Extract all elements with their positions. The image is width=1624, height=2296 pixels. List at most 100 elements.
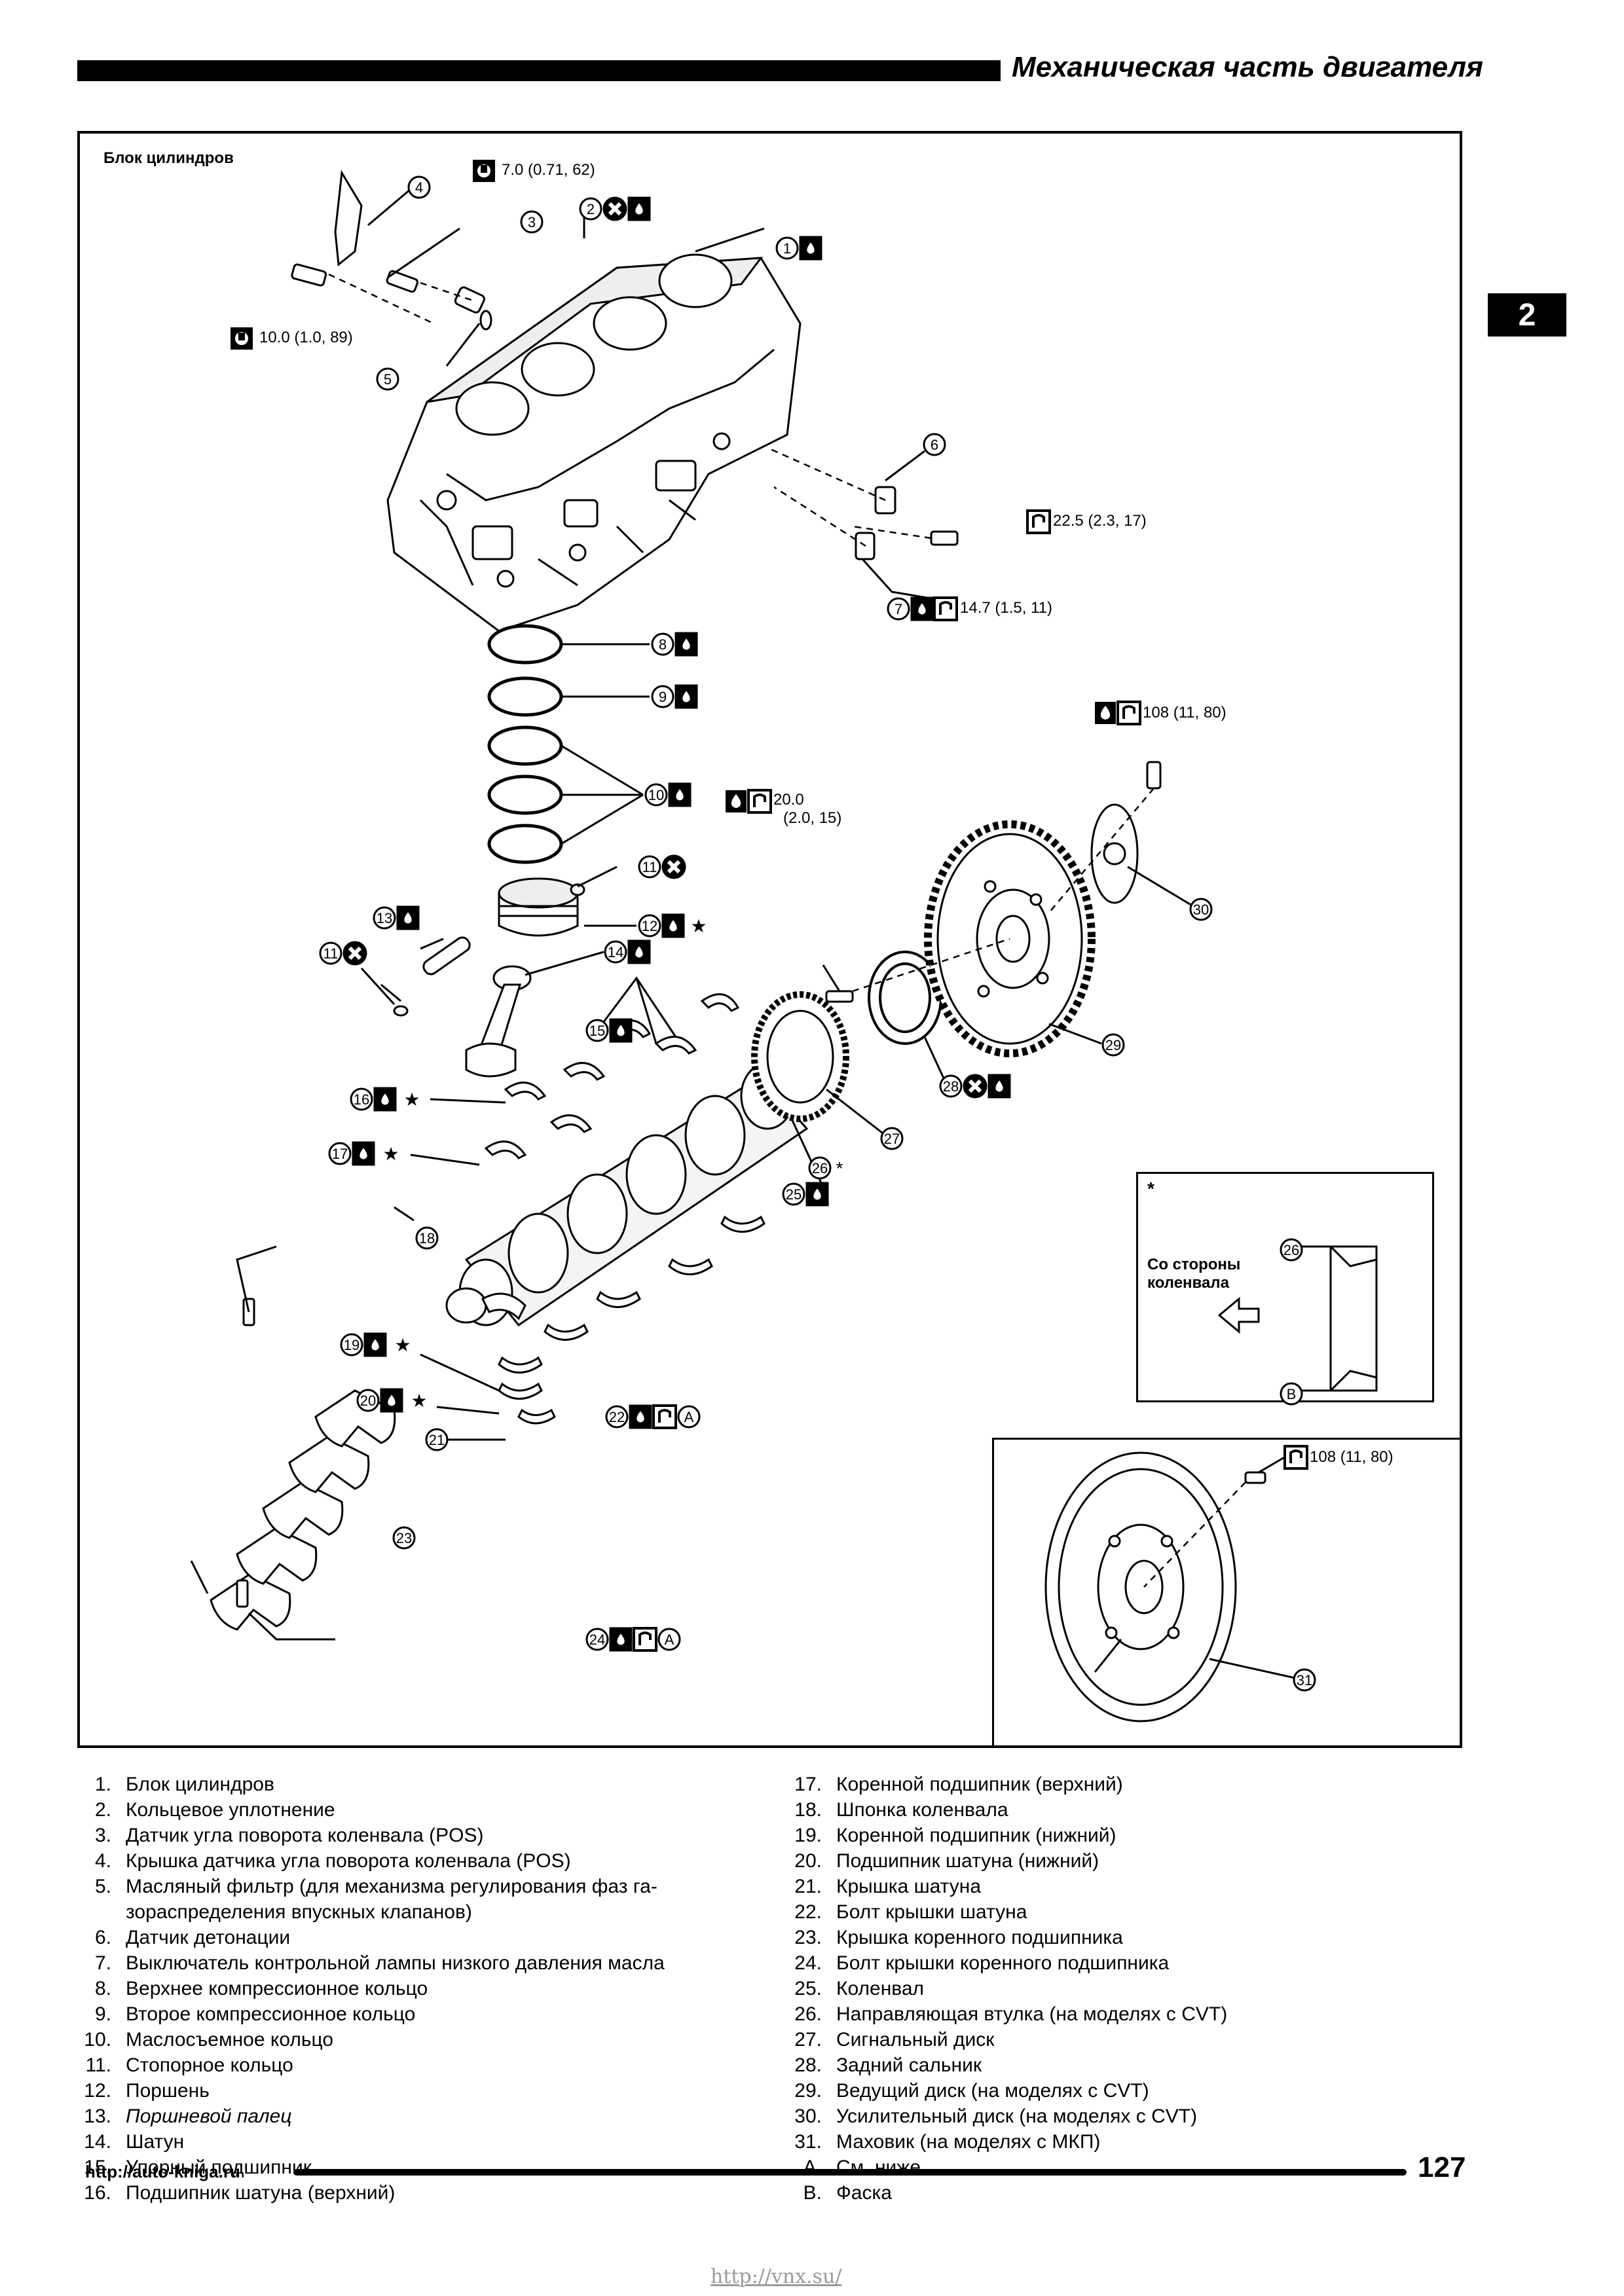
footer-rule — [293, 2169, 1407, 2176]
section-title: Механическая часть двигателя — [1012, 51, 1483, 83]
callout-14: 14 — [604, 939, 651, 964]
legend-text: Кольцевое уплотнение — [126, 1799, 335, 1821]
callout-28: 28 — [939, 1075, 1011, 1097]
legend-text: Второе компрессионное кольцо — [126, 2003, 416, 2025]
svg-text:4: 4 — [415, 179, 423, 196]
legend-num: 26. — [794, 2003, 822, 2025]
legend-num: 6. — [94, 1927, 111, 1948]
legend-num: 29. — [794, 2080, 822, 2102]
svg-text:5: 5 — [384, 371, 392, 388]
svg-text:A: A — [665, 1631, 674, 1648]
page-number: 127 — [1418, 2151, 1466, 2183]
legend-item: 16.Подшипник шатуна (верхний) — [72, 2180, 665, 2206]
torque-label-drive-plate-bolt: 108 (11, 80) — [1143, 704, 1227, 721]
legend-text: Масляный фильтр (для механизма регулиров… — [126, 1876, 657, 1897]
legend-num: 17. — [794, 1774, 822, 1795]
legend-item: 29.Ведущий диск (на моделях с CVT) — [783, 2078, 1227, 2104]
svg-text:★: ★ — [690, 916, 707, 936]
legend-text: Маслосъемное кольцо — [126, 2029, 334, 2050]
chapter-tab: 2 — [1488, 293, 1566, 337]
torque-label-signal-plate-bolt: 20.0 — [773, 791, 804, 809]
callout-10: 10 — [644, 782, 692, 807]
legend-item: 23.Крышка коренного подшипника — [783, 1925, 1227, 1950]
legend-item: 27.Сигнальный диск — [783, 2027, 1227, 2052]
svg-text:★: ★ — [403, 1089, 420, 1110]
callout-13: 13 — [373, 905, 420, 930]
legend-text: Шатун — [126, 2131, 185, 2153]
torque-label-sensor-cover: 10.0 (1.0, 89) — [259, 329, 353, 346]
header-rule — [77, 60, 1001, 81]
callouts-top — [367, 188, 932, 600]
torque-label-oil-pressure-switch: 14.7 (1.5, 11) — [960, 599, 1052, 617]
legend-item: 8.Верхнее компрессионное кольцо — [72, 1976, 665, 2001]
chamfer-detail-drawing — [1217, 1245, 1378, 1392]
legend-num: 23. — [794, 1927, 822, 1948]
legend-item: 2.Кольцевое уплотнение — [72, 1797, 665, 1823]
callout-17: 17 ★ — [328, 1141, 399, 1166]
legend-item: B.Фаска — [783, 2180, 1227, 2206]
legend-num: 4. — [94, 1850, 111, 1872]
svg-text:17: 17 — [332, 1146, 348, 1162]
callout-8: 8 — [651, 632, 698, 657]
connecting-rod — [465, 965, 532, 1078]
legend-num: 13. — [84, 2105, 111, 2127]
svg-text:★: ★ — [382, 1144, 399, 1164]
legend-text: Датчик угла поворота коленвала (POS) — [126, 1825, 484, 1846]
legend-num: 22. — [794, 1901, 822, 1923]
legend-text: Крышка датчика угла поворота коленвала (… — [126, 1850, 571, 1872]
legend-num: A. — [803, 2157, 822, 2178]
legend-item: 19.Коренной подшипник (нижний) — [783, 1823, 1227, 1848]
legend-text: Упорный подшипник — [126, 2157, 312, 2178]
callout-11b: 11 — [319, 942, 366, 964]
svg-text:15: 15 — [589, 1023, 605, 1039]
crank-side-label: Со стороны коленвала — [1147, 1256, 1240, 1292]
crank-side-label-line2: коленвала — [1147, 1274, 1229, 1292]
legend-item: 25.Коленвал — [783, 1976, 1227, 2001]
svg-text:1: 1 — [783, 240, 791, 257]
callout-3: 3 — [520, 210, 544, 234]
svg-text:26: 26 — [1283, 1242, 1299, 1258]
legend-item: 6.Датчик детонации — [72, 1925, 665, 1950]
legend-text: См. ниже. — [836, 2157, 927, 2178]
legend-item: 5.Масляный фильтр (для механизма регулир… — [72, 1874, 665, 1899]
callout-4: 4 — [407, 175, 431, 199]
legend-item: 10.Маслосъемное кольцо — [72, 2027, 665, 2052]
torque-label-block-plug: 7.0 (0.71, 62) — [502, 161, 595, 179]
svg-text:7: 7 — [895, 601, 902, 617]
legend-text: Шпонка коленвала — [836, 1799, 1008, 1821]
legend-num: 9. — [94, 2003, 111, 2025]
legend-item: 26. Направляющая втулка (на моделях с CVT… — [783, 2001, 1227, 2027]
callout-7: 7 — [887, 596, 958, 621]
legend-text: Задний сальник — [836, 2054, 982, 2076]
legend-item: 12. Поршень — [72, 2078, 665, 2104]
svg-text:13: 13 — [377, 910, 392, 926]
crank-side-label-line1: Со стороны — [1147, 1256, 1241, 1273]
footer-url-link[interactable]: http://auto-kniga.ru — [85, 2162, 240, 2181]
inset-star: * — [1147, 1178, 1154, 1199]
callout-B: B — [1280, 1382, 1303, 1406]
callout-20: 20★ — [356, 1388, 428, 1413]
legend-text: Фаска — [836, 2182, 892, 2204]
legend-item: 24.Болт крышки коренного подшипника — [783, 1950, 1227, 1976]
callout-18: 18 — [415, 1226, 439, 1250]
legend-text: Выключатель контрольной лампы низкого да… — [126, 1952, 665, 1974]
legend-text: Поршневой палец — [126, 2105, 292, 2127]
svg-text:3: 3 — [528, 214, 536, 230]
callout-19: 19★ — [340, 1332, 411, 1357]
legend-item: 20.Подшипник шатуна (нижний) — [783, 1848, 1227, 1874]
svg-text:27: 27 — [884, 1131, 900, 1147]
callout-26: 26* — [808, 1156, 843, 1180]
legend-right-column: 17.Коренной подшипник (верхний) 18.Шпонк… — [783, 1772, 1227, 2206]
torque-label-knock-sensor: 22.5 (2.3, 17) — [1053, 512, 1147, 530]
legend-num: 12. — [84, 2080, 111, 2102]
legend-num: 16. — [84, 2182, 111, 2204]
legend-text: Поршень — [126, 2080, 210, 2102]
legend-num: 30. — [794, 2105, 822, 2127]
callout-23: 23 — [392, 1526, 416, 1550]
watermark-link[interactable]: http://vnx.su/ — [710, 2265, 842, 2288]
legend-item: 14.Шатун — [72, 2129, 665, 2155]
legend-item: 18.Шпонка коленвала — [783, 1797, 1227, 1823]
legend-item: 13. Поршневой палец — [72, 2104, 665, 2129]
legend-text: Направляющая втулка (на моделях с CVT) — [836, 2003, 1228, 2025]
